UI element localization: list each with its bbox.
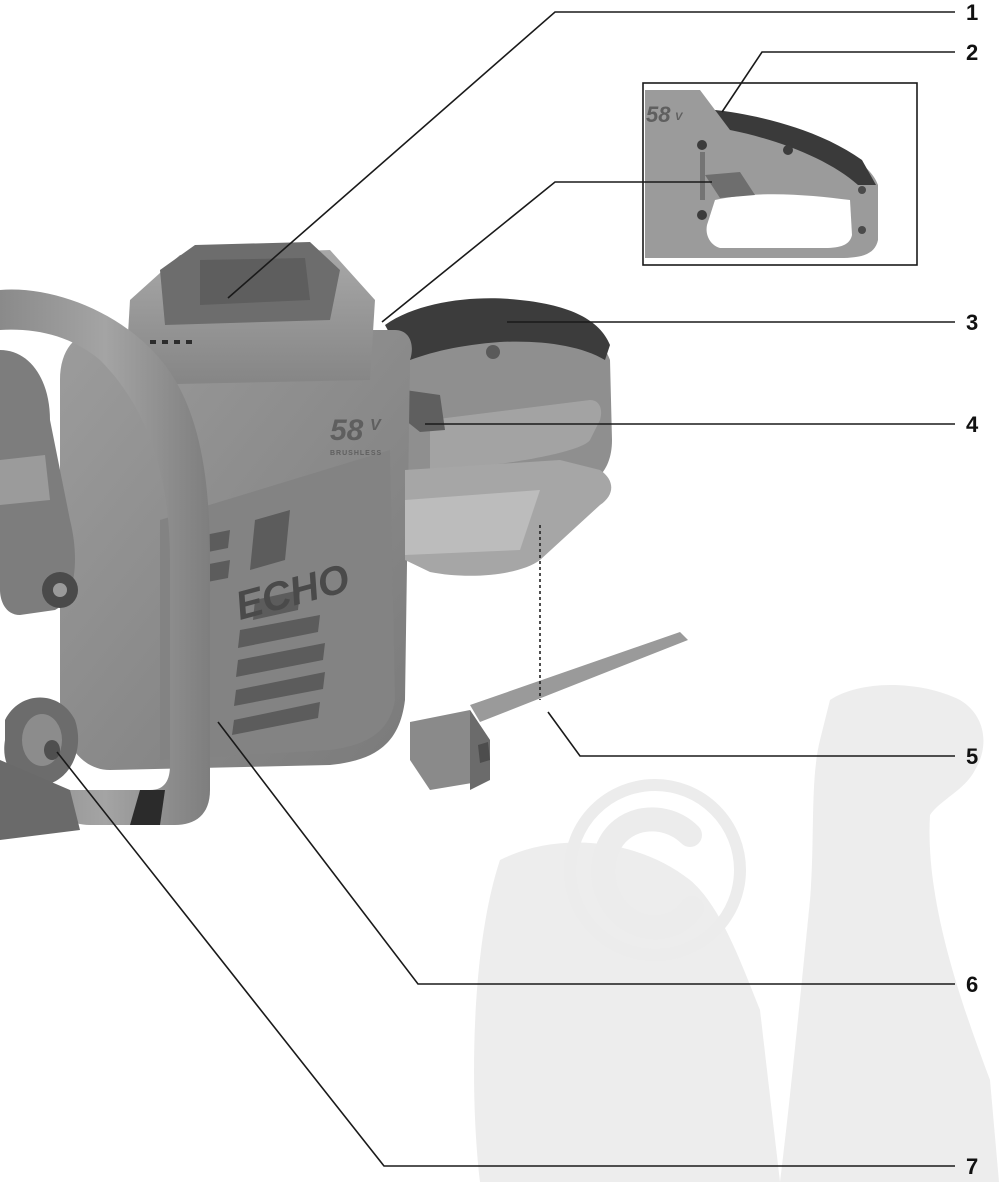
callout-3: 3 [966,310,978,335]
motor-type-marking: BRUSHLESS [330,450,382,457]
callout-5: 5 [966,744,978,769]
voltage-unit-marking: V [370,417,382,434]
inset-voltage-unit-marking: V [675,111,684,123]
trigger [405,390,445,432]
leader-line-5 [547,711,955,757]
callout-7: 7 [966,1154,978,1179]
callout-4: 4 [966,412,979,437]
callout-numbers: 1 2 3 4 5 6 7 [966,0,979,1179]
battery-charge-indicator [150,340,192,344]
watermark [474,685,999,1182]
front-handle-bar [0,289,210,825]
inset-voltage-marking: 58 [646,102,671,127]
callout-6: 6 [966,972,978,997]
leader-lines [56,11,955,1167]
leader-line-6 [217,721,955,985]
leader-line-2b [381,181,712,323]
inset-handle-opening [706,194,852,248]
inset-handle-grip [715,110,876,185]
vent-fins [176,510,325,735]
leader-line-1 [227,11,955,299]
callout-2: 2 [966,40,978,65]
oil-cap-knob [4,697,79,786]
leader-line-2 [721,51,955,113]
tool-illustration: 58 V BRUSHLESS ECHO [0,242,688,840]
leader-line-7 [56,751,955,1167]
copyright-watermark-icon [564,779,746,961]
inset-detail: 58 V [642,82,918,266]
voltage-marking: 58 [330,414,364,447]
scrench-tool [410,632,688,790]
callout-1: 1 [966,0,978,25]
rear-handle-grip [385,298,610,362]
